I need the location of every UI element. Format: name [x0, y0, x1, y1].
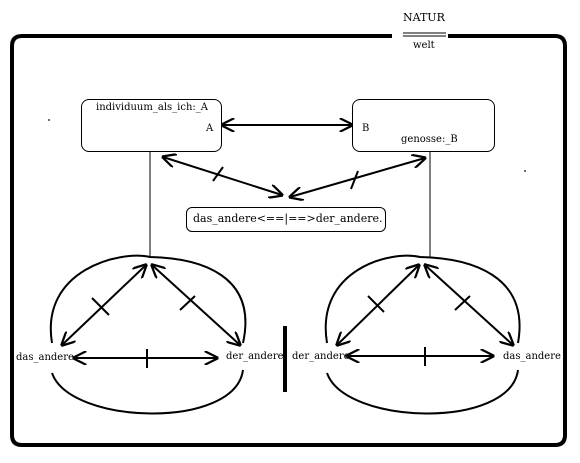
comrade-name: genosse:_B [401, 134, 458, 145]
left-arrow-top-left [62, 265, 146, 345]
right-triangle-right-label: das_andere [503, 351, 561, 362]
right-arc-top [324, 254, 521, 344]
arrow-a-center [163, 157, 282, 195]
stray-dot [524, 170, 526, 172]
right-arc-bottom [326, 369, 519, 415]
arrow-b-center [290, 158, 425, 197]
comrade-letter: B [362, 123, 370, 134]
right-tick-top-right [454, 295, 471, 311]
right-tick-top-left [367, 295, 385, 313]
world-frame [10, 34, 567, 447]
tick-a-center [212, 166, 224, 182]
left-triangle-left-label: das_andere [16, 352, 74, 363]
center-box: das_andere<==|==>der_andere. [186, 207, 386, 232]
left-tick-top-left [91, 297, 110, 316]
center-label: das_andere<==|==>der_andere. [193, 212, 383, 225]
left-triangle-right-label: der_andere [226, 351, 284, 362]
left-arc-bottom [51, 369, 244, 415]
left-arrow-top-right [152, 265, 240, 345]
comrade-box: B genosse:_B [352, 99, 495, 152]
frame-title: NATUR [403, 11, 445, 24]
frame-subtitle: welt [413, 40, 435, 51]
individual-letter: A [206, 123, 214, 134]
individual-box: individuum_als_ich:_A A [81, 99, 222, 152]
right-arrow-top-right [425, 265, 513, 345]
individual-name: individuum_als_ich:_A [96, 102, 208, 113]
left-arc-top [49, 254, 247, 344]
left-tick-top-right [179, 295, 196, 311]
right-triangle-left-label: der_andere [292, 351, 350, 362]
stray-dot [48, 119, 50, 121]
tick-b-center [350, 170, 359, 190]
